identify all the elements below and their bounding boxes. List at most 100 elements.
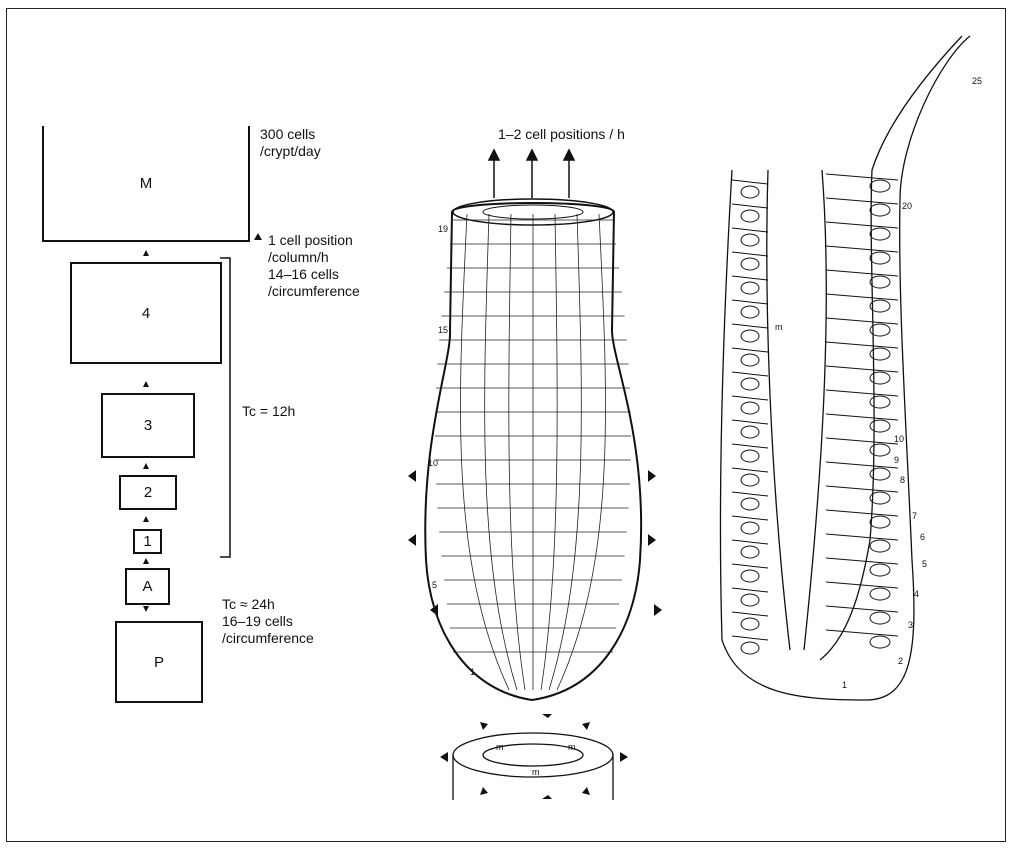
cell-boundary: [826, 582, 898, 588]
cell-boundary: [732, 300, 768, 304]
nucleus: [870, 516, 890, 528]
nucleus: [741, 546, 759, 558]
cell-boundary: [732, 276, 768, 280]
nucleus: [870, 420, 890, 432]
section-position-label: 8: [900, 475, 905, 485]
nucleus: [741, 258, 759, 270]
cell-boundary: [732, 564, 768, 568]
nucleus: [870, 636, 890, 648]
crypt-arrows: [489, 150, 574, 198]
nucleus: [870, 540, 890, 552]
cell-boundary: [732, 204, 768, 208]
ring-label: m: [532, 767, 540, 777]
section-position-label: 1: [842, 680, 847, 690]
section-position-label: 3: [908, 620, 913, 630]
cell-boundary: [732, 588, 768, 592]
nucleus: [741, 642, 759, 654]
cell-boundary: [826, 222, 898, 228]
nucleus: [870, 228, 890, 240]
cell-boundary: [826, 534, 898, 540]
cell-boundary: [732, 540, 768, 544]
transit-bracket: [220, 258, 230, 557]
section-position-label: 9: [894, 455, 899, 465]
section-position-label: 10: [894, 434, 904, 444]
nucleus: [741, 450, 759, 462]
crypt-position-label: 19: [438, 224, 448, 234]
cell-boundary: [732, 252, 768, 256]
section-position-label: 6: [920, 532, 925, 542]
cell-boundary: [826, 342, 898, 348]
cell-boundary: [826, 486, 898, 492]
cell-boundary: [732, 468, 768, 472]
cell-boundary: [732, 180, 768, 184]
nucleus: [741, 234, 759, 246]
crypt-top-label: 1–2 cell positions / h: [498, 126, 625, 142]
cell-boundary: [826, 558, 898, 564]
cell-boundary: [826, 438, 898, 444]
nucleus: [870, 204, 890, 216]
ring-arrows: [440, 714, 628, 799]
crypt-position-label: 1: [470, 667, 475, 677]
cell-boundary: [732, 372, 768, 376]
cell-boundary: [826, 270, 898, 276]
nucleus: [741, 210, 759, 222]
ring-label: m: [568, 742, 576, 752]
flow-arrows: [143, 233, 262, 612]
section-cells: [732, 174, 898, 654]
cell-boundary: [826, 390, 898, 396]
nucleus: [741, 402, 759, 414]
nucleus: [741, 354, 759, 366]
nucleus: [870, 276, 890, 288]
nucleus: [870, 588, 890, 600]
cell-boundary: [826, 318, 898, 324]
nucleus: [741, 618, 759, 630]
cell-boundary: [732, 444, 768, 448]
cell-boundary: [732, 396, 768, 400]
crypt-position-label: 5: [432, 580, 437, 590]
cell-boundary: [732, 492, 768, 496]
cell-boundary: [826, 246, 898, 252]
nucleus: [870, 612, 890, 624]
section-position-label: 5: [922, 559, 927, 569]
section-labels: 25 20 10 9 8 7 6 5 4 3 2 1 m: [775, 76, 982, 690]
cell-boundary: [826, 630, 898, 636]
nucleus: [741, 594, 759, 606]
nucleus: [870, 372, 890, 384]
section-position-label: 25: [972, 76, 982, 86]
section-position-label: 2: [898, 656, 903, 666]
nucleus: [741, 426, 759, 438]
section-position-label: 7: [912, 511, 917, 521]
cell-boundary: [826, 462, 898, 468]
cell-boundary: [732, 420, 768, 424]
cell-boundary: [826, 174, 898, 180]
cell-boundary: [732, 228, 768, 232]
cell-boundary: [732, 636, 768, 640]
cell-boundary: [826, 294, 898, 300]
crypt-position-label: 15: [438, 325, 448, 335]
cell-boundary: [732, 516, 768, 520]
nucleus: [741, 306, 759, 318]
mitosis-label: m: [775, 322, 783, 332]
nucleus: [741, 378, 759, 390]
ring-label: m: [496, 742, 504, 752]
crypt-position-label: 10: [428, 458, 438, 468]
cell-boundary: [826, 414, 898, 420]
nucleus: [741, 282, 759, 294]
nucleus: [741, 522, 759, 534]
cell-boundary: [826, 606, 898, 612]
cell-boundary: [732, 348, 768, 352]
nucleus: [870, 180, 890, 192]
cell-boundary: [826, 510, 898, 516]
nucleus: [741, 570, 759, 582]
section-position-label: 20: [902, 201, 912, 211]
nucleus: [870, 252, 890, 264]
cell-boundary: [732, 324, 768, 328]
cell-boundary: [826, 366, 898, 372]
nucleus: [741, 474, 759, 486]
nucleus: [870, 444, 890, 456]
cell-boundary: [732, 612, 768, 616]
nucleus: [870, 396, 890, 408]
nucleus: [741, 498, 759, 510]
cell-boundary: [826, 198, 898, 204]
